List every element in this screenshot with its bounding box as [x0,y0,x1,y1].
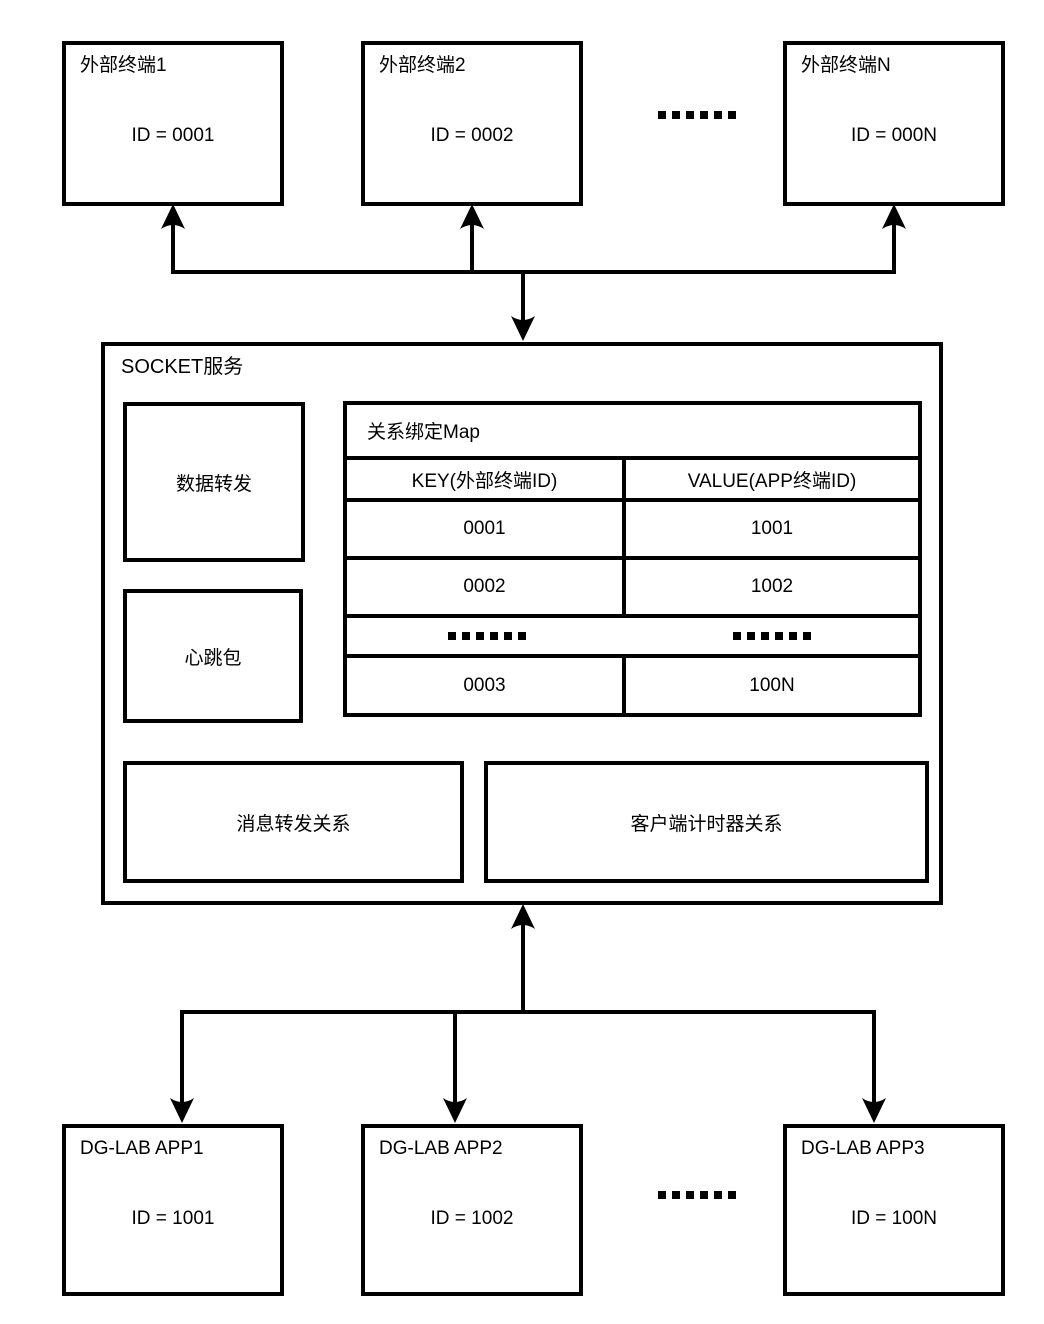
arrow-up-icon [161,204,185,229]
module-label: 数据转发 [175,473,252,495]
app-id: ID = 100N [850,1208,938,1229]
app-title: DG-LAB APP1 [80,1138,204,1159]
table-row: 0001 1001 [347,502,918,560]
external-terminal-n-box: 外部终端N ID = 000N [783,41,1005,206]
key-ellipsis-cell [347,618,626,654]
column-header-key: KEY(外部终端ID) [347,460,626,498]
table-row: 0002 1002 [347,560,918,618]
client-timer-relation-box: 客户端计时器关系 [484,761,929,883]
key-cell: 0003 [347,658,626,713]
apps-ellipsis [658,1191,736,1199]
value-cell: 100N [749,674,795,696]
module-label: 消息转发关系 [236,813,351,835]
arrow-up-icon [460,204,484,229]
key-cell: 0002 [347,560,626,614]
app-title: DG-LAB APP2 [379,1138,503,1159]
external-terminal-1-box: 外部终端1 ID = 0001 [62,41,284,206]
key-cell: 0001 [347,502,626,556]
top-connector [171,222,896,324]
top-arrowheads [161,204,906,341]
arrow-up-icon [511,904,535,929]
arrow-down-icon [862,1098,886,1123]
module-label: 心跳包 [184,647,242,669]
app-title: DG-LAB APP3 [801,1138,925,1159]
external-terminal-2-box: 外部终端2 ID = 0002 [361,41,583,206]
module-label: 客户端计时器关系 [630,813,783,835]
app-id: ID = 1002 [430,1208,514,1229]
bottom-connector [180,922,876,1104]
app-id: ID = 1001 [131,1208,215,1229]
dg-lab-app-1-box: DG-LAB APP1 ID = 1001 [62,1124,284,1296]
message-forward-relation-box: 消息转发关系 [123,761,464,883]
socket-service-title: SOCKET服务 [121,356,244,378]
binding-map-title: 关系绑定Map [347,405,918,460]
terminal-id: ID = 000N [850,125,938,146]
table-ellipsis-row [347,618,918,658]
dg-lab-app-2-box: DG-LAB APP2 ID = 1002 [361,1124,583,1296]
arrow-down-icon [170,1098,194,1123]
data-forward-module-box: 数据转发 [123,402,305,562]
row-ellipsis [733,632,811,640]
terminal-id: ID = 0002 [430,125,514,146]
binding-map-header-row: KEY(外部终端ID) VALUE(APP终端ID) [347,460,918,502]
binding-map-table: 关系绑定Map KEY(外部终端ID) VALUE(APP终端ID) 0001 … [343,401,922,717]
value-ellipsis-cell [626,618,918,654]
heartbeat-module-box: 心跳包 [123,589,303,723]
dg-lab-app-3-box: DG-LAB APP3 ID = 100N [783,1124,1005,1296]
socket-service-box: SOCKET服务 数据转发 心跳包 消息转发关系 客户端计时器关系 关系绑定Ma… [101,342,943,905]
terminal-title: 外部终端1 [80,55,167,76]
arrow-up-icon [882,204,906,229]
column-header-value: VALUE(APP终端ID) [687,470,857,492]
arrow-down-icon [511,316,535,341]
terminals-ellipsis [658,111,736,119]
terminal-title: 外部终端N [801,55,891,76]
bottom-arrowheads [170,904,886,1123]
terminal-id: ID = 0001 [131,125,215,146]
row-ellipsis [447,632,526,640]
table-row: 0003 100N [347,658,918,713]
arrow-down-icon [443,1098,467,1123]
value-cell: 1002 [750,576,794,597]
terminal-title: 外部终端2 [379,55,466,76]
value-cell: 1001 [750,518,794,539]
